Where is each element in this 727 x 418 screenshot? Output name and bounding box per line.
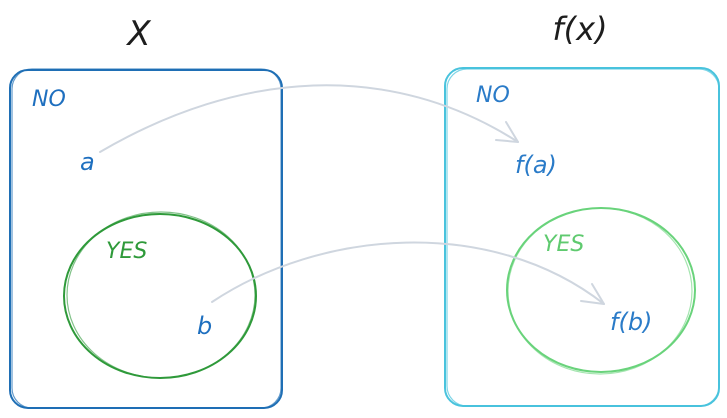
right-no-label: NO: [476, 83, 510, 108]
arrow-a-to-fa: [99, 84, 519, 153]
left-set-title: X: [125, 14, 151, 54]
left-yes-label: YES: [106, 239, 147, 264]
right-set-title: f(x): [552, 10, 607, 48]
right-yes-label: YES: [543, 232, 584, 257]
arrow-b-to-fb: [211, 241, 605, 305]
left-no-label: NO: [32, 87, 66, 112]
right-yes-circle-sketch: [507, 207, 693, 375]
arrow-b-to-fb-head: [580, 283, 605, 305]
element-a-label: a: [80, 148, 95, 176]
element-b-label: b: [197, 312, 212, 340]
left-yes-circle-sketch: [66, 211, 256, 379]
right-set-box-sketch: [446, 68, 720, 407]
element-fb-label: f(b): [610, 308, 652, 336]
arrow-a-to-fa-head: [495, 121, 519, 143]
element-fa-label: f(a): [515, 151, 557, 179]
left-set-box-sketch: [11, 68, 282, 409]
